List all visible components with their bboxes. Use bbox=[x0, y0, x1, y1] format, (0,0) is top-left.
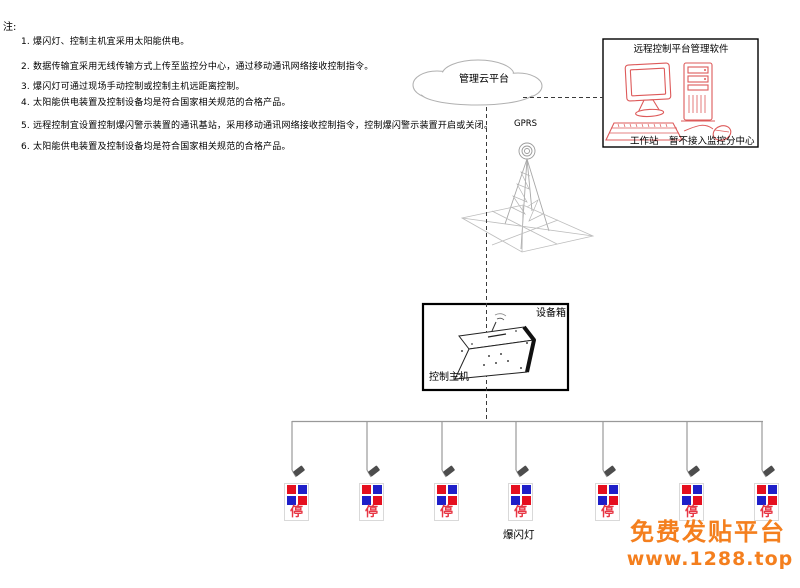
led-square-blue bbox=[286, 496, 296, 505]
led-square-blue bbox=[756, 496, 766, 505]
strobe-light-panel: 停 bbox=[508, 483, 533, 521]
led-square-blue bbox=[297, 485, 307, 494]
control-host-icon bbox=[454, 313, 536, 380]
note-line-5: 5. 远程控制宜设置控制爆闪警示装置的通讯基站，采用移动通讯网络接收控制指令，控… bbox=[21, 121, 494, 131]
led-square-red bbox=[372, 496, 382, 505]
strobe-flag-icons bbox=[293, 465, 775, 477]
device-box-label: 设备箱 bbox=[536, 308, 566, 319]
note-line-6: 6. 太阳能供电装置及控制设备均是符合国家相关规范的合格产品。 bbox=[21, 142, 291, 152]
led-square-red bbox=[608, 496, 618, 505]
stop-character: 停 bbox=[289, 505, 303, 520]
led-square-blue bbox=[597, 496, 607, 505]
led-square-red bbox=[756, 485, 766, 494]
led-square-red bbox=[692, 496, 702, 505]
led-square-red bbox=[297, 496, 307, 505]
led-square-red bbox=[361, 485, 371, 494]
strobe-light-panel: 停 bbox=[595, 483, 620, 521]
no-connection-label: 暂不接入监控分中心 bbox=[669, 136, 755, 147]
led-square-blue bbox=[767, 485, 777, 494]
led-square-blue bbox=[372, 485, 382, 494]
strobe-light-panel: 停 bbox=[754, 483, 779, 521]
strobe-light-panel: 停 bbox=[434, 483, 459, 521]
stop-character: 停 bbox=[364, 505, 378, 520]
strobe-light-panel: 停 bbox=[359, 483, 384, 521]
led-square-red bbox=[597, 485, 607, 494]
note-line-3: 3. 爆闪灯可通过现场手动控制或控制主机远距离控制。 bbox=[21, 82, 245, 92]
strobe-light-unit: 停 bbox=[679, 483, 704, 521]
led-square-blue bbox=[681, 496, 691, 505]
stop-character: 停 bbox=[600, 505, 614, 520]
led-square-red bbox=[286, 485, 296, 494]
workstation-computer-icon bbox=[605, 62, 732, 141]
control-host-label: 控制主机 bbox=[429, 372, 469, 383]
stop-character: 停 bbox=[513, 505, 527, 520]
strobe-light-unit: 停 bbox=[595, 483, 620, 521]
strobe-light-unit: 停 bbox=[754, 483, 779, 521]
stop-character: 停 bbox=[439, 505, 453, 520]
stop-character: 停 bbox=[759, 505, 773, 520]
led-square-red bbox=[681, 485, 691, 494]
watermark-line1: 免费发贴平台 bbox=[630, 518, 786, 546]
gprs-label: GPRS bbox=[514, 119, 538, 129]
strobe-light-panel: 停 bbox=[284, 483, 309, 521]
led-square-blue bbox=[608, 485, 618, 494]
led-square-red bbox=[447, 496, 457, 505]
watermark-line2: www.1288.top bbox=[626, 548, 794, 570]
led-square-red bbox=[767, 496, 777, 505]
strobe-light-unit: 停 bbox=[284, 483, 309, 521]
led-square-blue bbox=[692, 485, 702, 494]
note-line-1: 1. 爆闪灯、控制主机宜采用太阳能供电。 bbox=[21, 37, 190, 47]
notes-heading: 注: bbox=[3, 22, 17, 33]
strobe-light-unit: 停 bbox=[434, 483, 459, 521]
strobe-light-unit: 停 bbox=[359, 483, 384, 521]
led-square-blue bbox=[447, 485, 457, 494]
led-square-blue bbox=[361, 496, 371, 505]
gprs-tower-icon bbox=[460, 142, 595, 253]
led-square-blue bbox=[510, 496, 520, 505]
led-square-red bbox=[436, 485, 446, 494]
strobe-light-panel: 停 bbox=[679, 483, 704, 521]
led-square-red bbox=[521, 496, 531, 505]
cloud-shape bbox=[412, 59, 543, 106]
led-square-red bbox=[510, 485, 520, 494]
workstation-label: 工作站 bbox=[630, 136, 659, 147]
led-square-blue bbox=[436, 496, 446, 505]
led-square-blue bbox=[521, 485, 531, 494]
note-line-4: 4. 太阳能供电装置及控制设备均是符合国家相关规范的合格产品。 bbox=[21, 98, 291, 108]
strobe-light-unit: 停 bbox=[508, 483, 533, 521]
stop-character: 停 bbox=[684, 505, 698, 520]
strobe-light-group-label: 爆闪灯 bbox=[503, 529, 535, 541]
note-line-2: 2. 数据传输宜采用无线传输方式上传至监控分中心，通过移动通讯网络接收控制指令。 bbox=[21, 62, 374, 72]
bus-lines bbox=[291, 420, 767, 478]
cloud-label: 管理云平台 bbox=[459, 74, 509, 85]
remote-box-title: 远程控制平台管理软件 bbox=[633, 44, 729, 55]
